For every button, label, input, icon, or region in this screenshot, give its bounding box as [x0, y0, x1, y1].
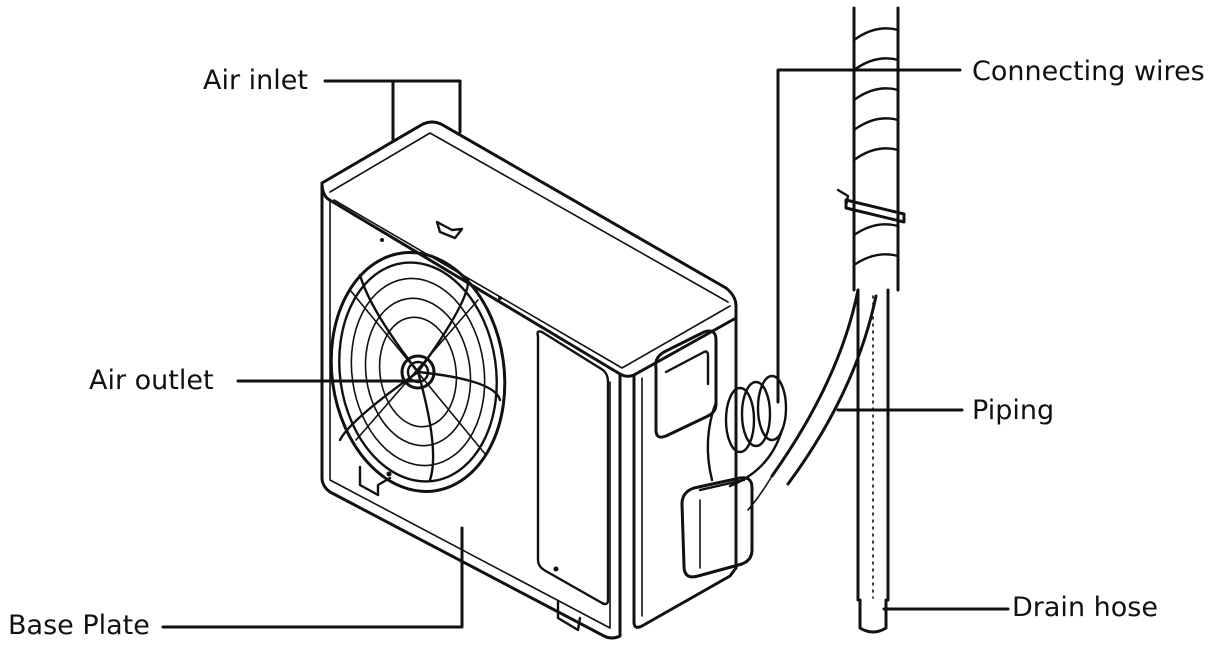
air-inlet-label: Air inlet	[203, 65, 308, 96]
drain-hose-label: Drain hose	[1012, 592, 1158, 623]
leader-lines	[161, 68, 1010, 629]
drain-hose	[856, 288, 890, 634]
air-outlet-label: Air outlet	[89, 365, 214, 396]
unit-side-face	[632, 304, 738, 629]
valve-cover	[680, 476, 754, 579]
side-grille-panel	[536, 330, 610, 606]
unit-front-face	[320, 181, 622, 640]
unit-feet	[358, 465, 582, 632]
base-plate-label: Base Plate	[8, 610, 150, 641]
top-arrow-mark	[435, 220, 464, 240]
piping	[747, 288, 878, 511]
wrapped-pipe	[836, 6, 906, 292]
connecting-wire-coil	[706, 374, 788, 488]
piping-label: Piping	[972, 395, 1055, 426]
fan-grille	[329, 251, 507, 493]
connecting-wires-label: Connecting wires	[972, 56, 1205, 87]
